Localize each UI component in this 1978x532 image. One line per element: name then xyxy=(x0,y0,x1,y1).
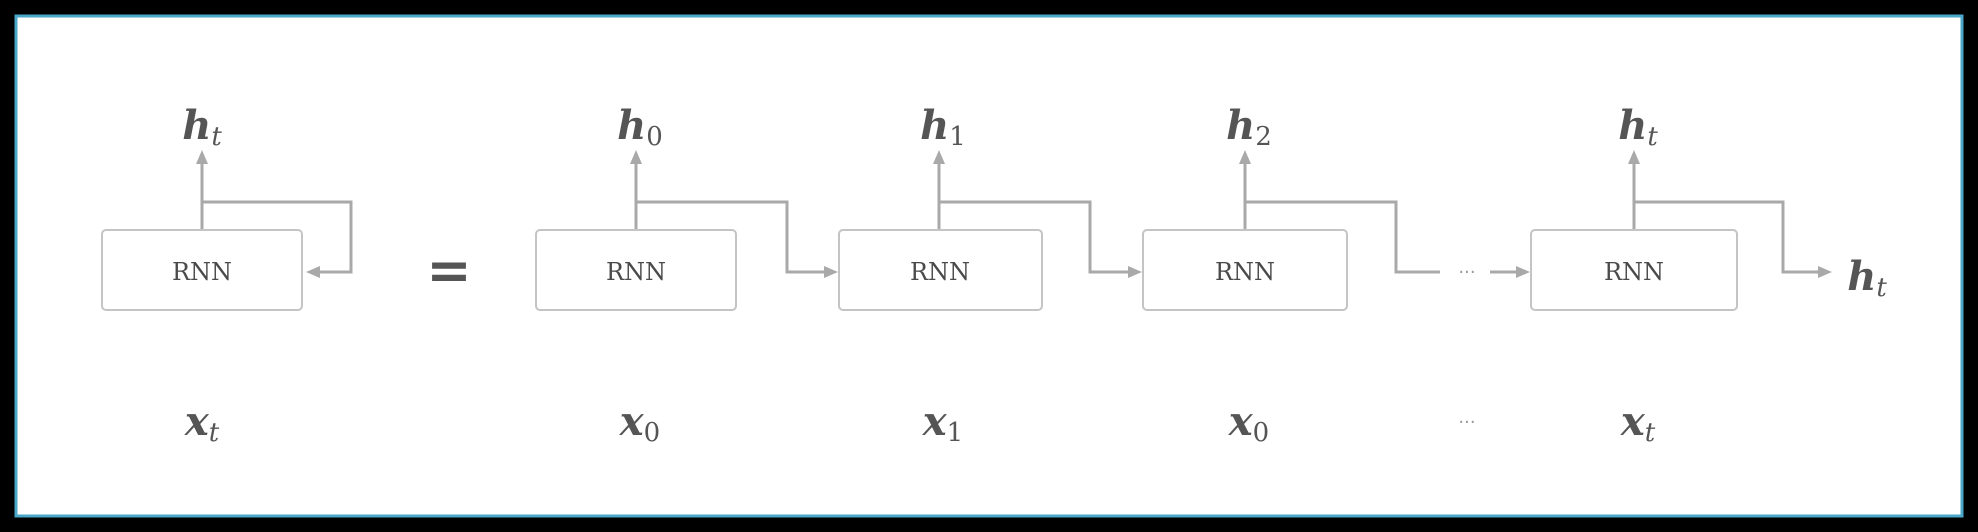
step-2-output-arrowhead xyxy=(1239,150,1251,164)
step-1-output-label: h1 xyxy=(920,102,966,152)
folded-output-subscript: t xyxy=(211,122,222,152)
step-2-hidden-wire xyxy=(1245,200,1440,274)
folded-rnn: RNN ht xt xyxy=(101,102,353,448)
step-t-input-subscript: t xyxy=(1645,418,1656,448)
step-t-input-letter: x xyxy=(1620,398,1646,445)
folded-rnn-box xyxy=(101,229,303,311)
folded-loop-arrowhead xyxy=(306,266,320,278)
folded-recurrent-loop xyxy=(202,200,353,274)
step-0-output-label: h0 xyxy=(617,102,663,152)
step-t-output-label: ht xyxy=(1618,102,1658,152)
step-1-input-subscript: 1 xyxy=(947,418,964,448)
step-2-output-subscript: 2 xyxy=(1255,122,1272,152)
step-t-hidden-arrowhead xyxy=(1818,266,1832,278)
folded-input-subscript: t xyxy=(209,418,220,448)
step-0-output-letter: h xyxy=(617,102,646,149)
unrolled-step-t: RNN ht xt xyxy=(1530,102,1832,448)
step-2-rnn-label: RNN xyxy=(1215,258,1275,286)
step-1-rnn-box xyxy=(838,229,1043,311)
step-1-input-label: x1 xyxy=(922,398,963,448)
hidden-ellipsis: ··· xyxy=(1458,262,1475,283)
step-t-input-label: xt xyxy=(1620,398,1656,448)
step-0-input-label: x0 xyxy=(619,398,660,448)
step-2-output-label: h2 xyxy=(1226,102,1272,152)
step-0-output-subscript: 0 xyxy=(646,122,663,152)
step-2-input-label: x0 xyxy=(1228,398,1269,448)
step-0-hidden-arrowhead xyxy=(824,266,838,278)
step-1-rnn-label: RNN xyxy=(910,258,970,286)
step-t-rnn-label: RNN xyxy=(1604,258,1664,286)
step-t-output-arrowhead xyxy=(1628,150,1640,164)
input-ellipsis: ··· xyxy=(1458,412,1475,433)
step-0-hidden-wire xyxy=(636,200,826,274)
unrolled-step-2: RNN h2 x0 xyxy=(1142,102,1440,448)
step-0-output-arrowhead xyxy=(630,150,642,164)
step-0-rnn-box xyxy=(535,229,737,311)
step-1-output-subscript: 1 xyxy=(949,122,966,152)
final-hidden-output-label: ht xyxy=(1847,253,1887,303)
folded-input-label: xt xyxy=(184,398,220,448)
ellipsis-to-last-arrowhead xyxy=(1516,266,1530,278)
folded-output-letter: h xyxy=(182,102,211,149)
folded-output-arrowhead xyxy=(196,150,208,164)
step-2-output-letter: h xyxy=(1226,102,1255,149)
step-t-output-letter: h xyxy=(1618,102,1647,149)
step-1-hidden-arrowhead xyxy=(1128,266,1142,278)
unrolled-step-1: RNN h1 x1 xyxy=(838,102,1142,448)
final-output-subscript: t xyxy=(1876,273,1887,303)
step-1-input-letter: x xyxy=(922,398,948,445)
unrolled-step-0: RNN h0 x0 xyxy=(535,102,838,448)
step-0-input-subscript: 0 xyxy=(644,418,661,448)
step-1-output-letter: h xyxy=(920,102,949,149)
step-1-output-arrowhead xyxy=(933,150,945,164)
step-t-rnn-box xyxy=(1530,229,1738,311)
step-2-input-letter: x xyxy=(1228,398,1254,445)
step-0-rnn-label: RNN xyxy=(606,258,666,286)
step-t-output-subscript: t xyxy=(1647,122,1658,152)
folded-output-label: ht xyxy=(182,102,222,152)
step-t-hidden-wire xyxy=(1634,200,1820,274)
equals-sign: = xyxy=(426,239,471,302)
step-2-rnn-box xyxy=(1142,229,1348,311)
folded-input-letter: x xyxy=(184,398,210,445)
step-2-input-subscript: 0 xyxy=(1253,418,1270,448)
step-1-hidden-wire xyxy=(939,200,1130,274)
final-output-letter: h xyxy=(1847,253,1876,300)
folded-rnn-label: RNN xyxy=(172,258,232,286)
step-0-input-letter: x xyxy=(619,398,645,445)
